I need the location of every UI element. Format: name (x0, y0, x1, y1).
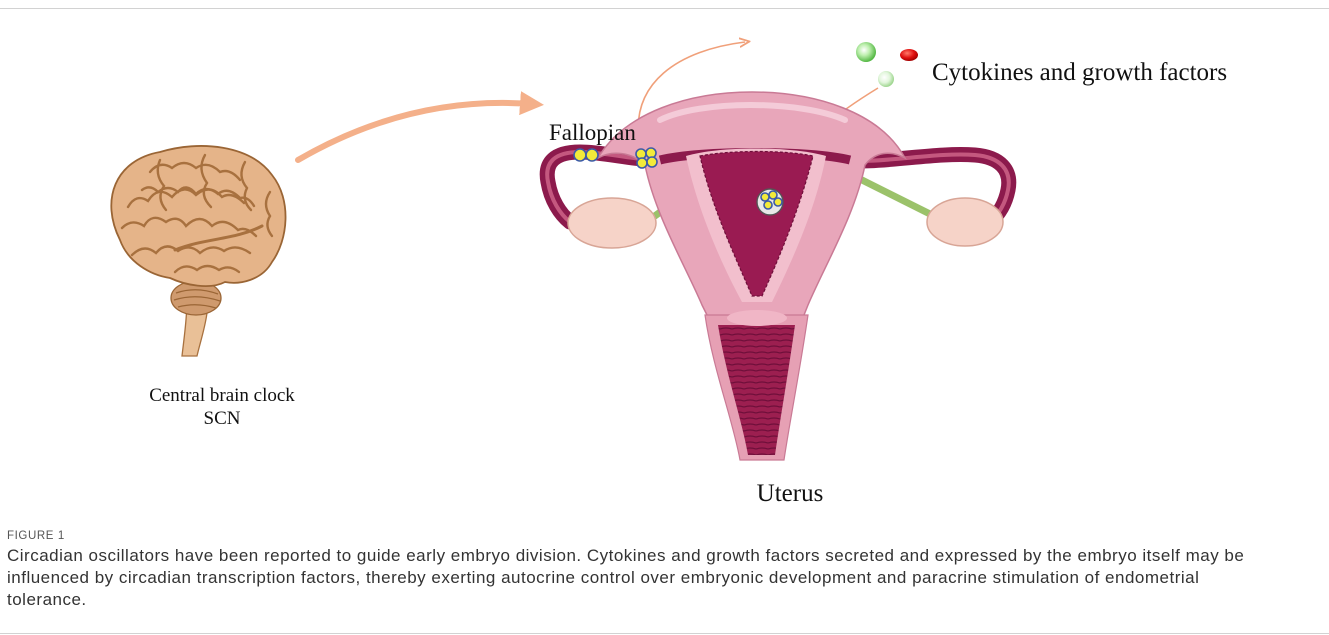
figure-number: FIGURE 1 (7, 529, 65, 543)
figure-caption: Circadian oscillators have been reported… (7, 545, 1279, 611)
two-cell-embryo-b (586, 149, 598, 161)
scn-label: SCN (204, 408, 241, 429)
pale-green-molecule (878, 71, 894, 87)
cytokine-molecules (856, 42, 918, 87)
figure-illustration: Central brain clock SCN Cytokines and gr… (0, 0, 1329, 522)
right-ovary (927, 198, 1003, 246)
blastocyst (757, 189, 783, 215)
brain-illustration (111, 146, 285, 356)
two-cell-embryo-a (574, 149, 586, 161)
cervix (727, 310, 787, 326)
left-ovary (568, 198, 656, 248)
brain-clock-label: Central brain clock (149, 385, 295, 406)
figure-bottom-border (0, 633, 1329, 634)
green-molecule (856, 42, 876, 62)
cytokines-label: Cytokines and growth factors (932, 59, 1227, 86)
brain-to-uterus-arrow (298, 103, 532, 160)
uterus-illustration (547, 92, 1009, 460)
red-molecule (900, 49, 918, 61)
fallopian-label: Fallopian (549, 120, 636, 145)
uterus-label: Uterus (757, 480, 824, 507)
